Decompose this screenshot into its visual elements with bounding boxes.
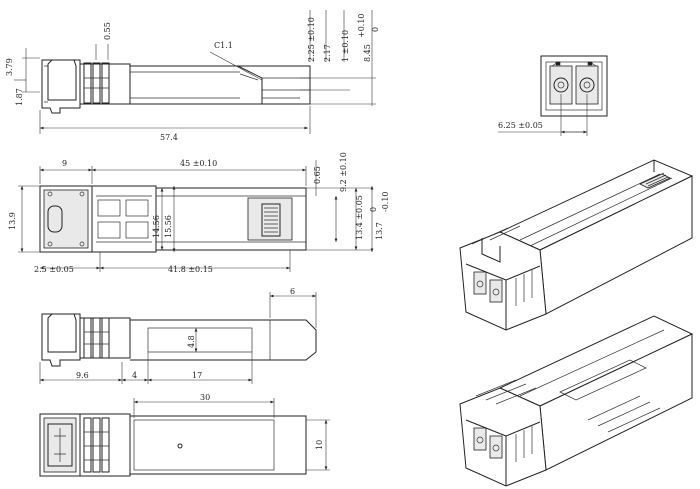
label-4: 4 bbox=[132, 371, 137, 380]
label-0-55: 0.55 bbox=[103, 22, 112, 40]
label-13-4: 13.4 ±0.05 bbox=[355, 195, 364, 240]
label-2-17: 2.17 bbox=[323, 44, 332, 62]
label-30: 30 bbox=[200, 393, 210, 402]
label-9-6: 9.6 bbox=[76, 371, 89, 380]
label-57-4: 57.4 bbox=[160, 133, 178, 142]
isometric-view-bottom bbox=[459, 315, 694, 487]
label-0-65: 0.65 bbox=[313, 166, 322, 184]
label-2-25: 2.25 ±0.10 bbox=[307, 17, 316, 62]
label-13-9: 13.9 bbox=[8, 212, 17, 230]
label-9: 9 bbox=[62, 159, 67, 168]
label-8-45-lower: 0 bbox=[371, 27, 380, 32]
label-1-87: 1.87 bbox=[15, 88, 24, 106]
label-15-56: 15.56 bbox=[164, 215, 173, 238]
label-13-7-lower: -0.10 bbox=[381, 191, 390, 212]
label-10: 10 bbox=[315, 440, 324, 450]
label-14-56: 14.56 bbox=[152, 215, 161, 238]
label-13-7-upper: 0 bbox=[369, 207, 378, 212]
front-view bbox=[498, 55, 608, 136]
label-2-5: 2.5 ±0.05 bbox=[34, 265, 74, 274]
top-view bbox=[18, 160, 374, 272]
label-41-8: 41.8 ±0.15 bbox=[168, 265, 213, 274]
label-6: 6 bbox=[290, 287, 295, 296]
label-8-45-upper: +0.10 bbox=[357, 13, 366, 38]
label-8-45: 8.45 bbox=[363, 44, 372, 62]
side-view-top bbox=[14, 44, 311, 134]
dimension-labels: 0.55 3.79 1.87 57.4 C1.1 2.25 ±0.10 2.17… bbox=[5, 13, 543, 450]
label-6-25: 6.25 ±0.05 bbox=[498, 121, 543, 130]
bottom-view bbox=[39, 398, 330, 477]
label-9-2: 9.2 ±0.10 bbox=[339, 152, 348, 192]
label-4-8: 4.8 bbox=[187, 335, 196, 348]
side-view-bottom bbox=[39, 292, 317, 384]
label-17: 17 bbox=[192, 371, 202, 380]
vertical-dimensions-right bbox=[300, 10, 376, 106]
label-1-tol: 1 ±0.10 bbox=[341, 30, 350, 62]
label-13-7: 13.7 bbox=[375, 222, 384, 240]
isometric-view-top bbox=[459, 159, 694, 331]
label-45: 45 ±0.10 bbox=[180, 159, 217, 168]
label-chamfer-c1-1: C1.1 bbox=[214, 41, 233, 50]
label-3-79: 3.79 bbox=[5, 58, 14, 76]
